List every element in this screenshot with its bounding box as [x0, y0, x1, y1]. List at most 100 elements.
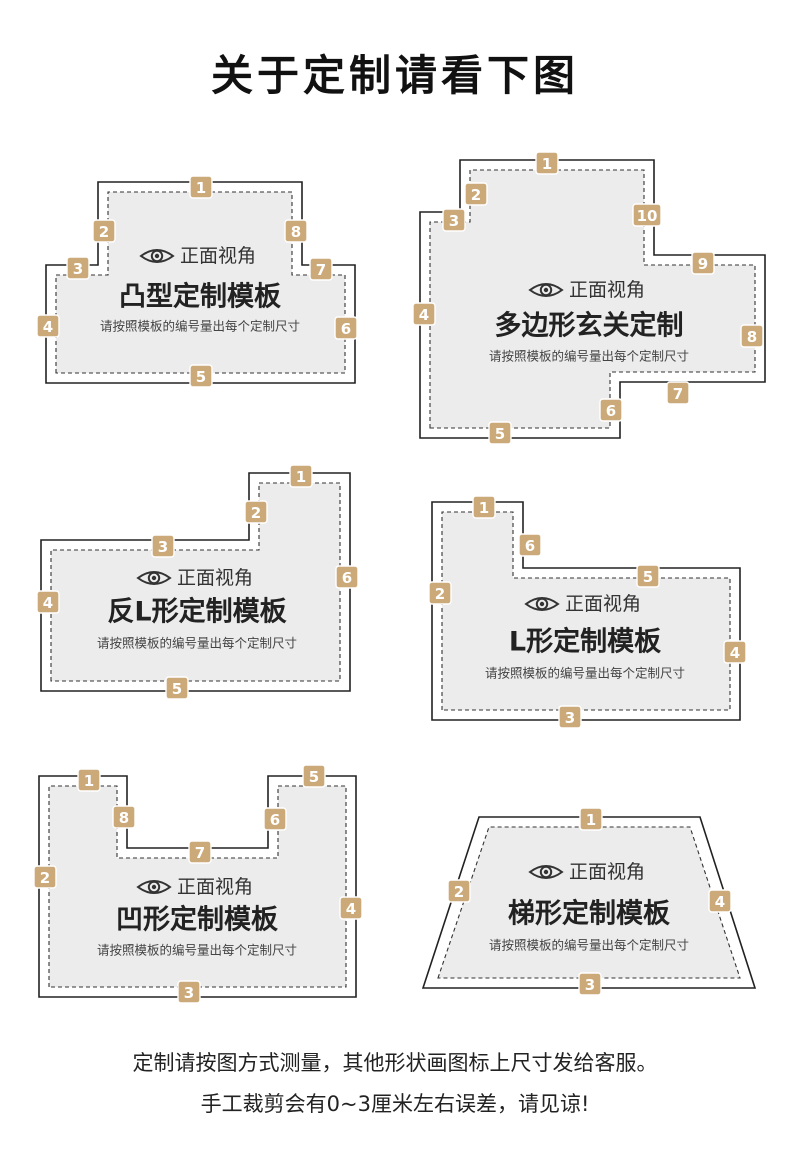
view-label: 正面视角	[569, 279, 645, 301]
edge-number-badge: 2	[33, 865, 57, 889]
edge-number: 8	[291, 223, 301, 241]
edge-number-badge: 6	[335, 565, 359, 589]
edge-number-badge: 5	[488, 421, 512, 445]
edge-number: 6	[525, 537, 535, 555]
edge-number: 3	[565, 709, 575, 727]
template-outline	[40, 472, 351, 692]
template-name: 凹形定制模板	[116, 904, 278, 936]
edge-number: 3	[585, 976, 595, 994]
edge-number: 5	[172, 680, 182, 698]
edge-number: 4	[43, 318, 53, 336]
template-name: L形定制模板	[509, 626, 661, 658]
edge-number-badge: 1	[472, 495, 496, 519]
edge-number-badge: 5	[189, 364, 213, 388]
eye-icon	[528, 865, 564, 879]
edge-number: 8	[747, 328, 757, 346]
edge-number: 3	[73, 260, 83, 278]
edge-number-badge: 4	[412, 302, 436, 326]
edge-number-badge: 4	[339, 896, 363, 920]
edge-number-badge: 1	[535, 151, 559, 175]
edge-number-badge: 5	[636, 564, 660, 588]
template-name: 多边形玄关定制	[495, 310, 684, 342]
edge-number-badge: 2	[244, 500, 268, 524]
edge-number: 2	[471, 186, 481, 204]
edge-number-badge: 1	[289, 464, 313, 488]
edge-number: 4	[715, 893, 725, 911]
measure-instruction: 请按照模板的编号量出每个定制尺寸	[97, 636, 297, 651]
template-outline	[431, 501, 741, 721]
edge-number: 1	[196, 179, 206, 197]
edge-number: 1	[542, 155, 552, 173]
edge-number: 1	[586, 811, 596, 829]
template-name: 梯形定制模板	[508, 898, 670, 930]
edge-number-badge: 9	[691, 251, 715, 275]
edge-number-badge: 3	[558, 705, 582, 729]
edge-number: 3	[449, 212, 459, 230]
template-name: 凸型定制模板	[119, 281, 281, 313]
edge-number: 2	[251, 504, 261, 522]
edge-number-badge: 4	[36, 590, 60, 614]
edge-number: 7	[316, 261, 326, 279]
eye-icon	[136, 880, 172, 894]
edge-number-badge: 3	[442, 208, 466, 232]
edge-number: 3	[158, 538, 168, 556]
eye-icon	[139, 249, 175, 263]
edge-number: 2	[454, 883, 464, 901]
edge-number: 2	[99, 223, 109, 241]
edge-number: 5	[196, 368, 206, 386]
measure-instruction: 请按照模板的编号量出每个定制尺寸	[485, 666, 685, 681]
footer-note-measure: 定制请按图方式测量，其他形状画图标上尺寸发给客服。	[132, 1051, 658, 1075]
edge-number-badge: 6	[263, 807, 287, 831]
template-dashed-area	[48, 785, 347, 988]
edge-number-badge: 6	[334, 316, 358, 340]
measure-instruction: 请按照模板的编号量出每个定制尺寸	[100, 319, 300, 334]
edge-number-badge: 1	[189, 175, 213, 199]
measure-instruction: 请按照模板的编号量出每个定制尺寸	[97, 943, 297, 958]
edge-number: 10	[637, 207, 658, 225]
edge-number: 8	[119, 809, 129, 827]
measure-instruction: 请按照模板的编号量出每个定制尺寸	[489, 349, 689, 364]
edge-number-badge: 8	[740, 324, 764, 348]
template-outline	[421, 816, 757, 989]
template-name: 反L形定制模板	[107, 596, 286, 628]
view-label: 正面视角	[177, 876, 253, 898]
edge-number-badge: 6	[599, 398, 623, 422]
edge-number: 7	[195, 844, 205, 862]
view-label: 正面视角	[177, 567, 253, 589]
edge-number-badge: 1	[579, 807, 603, 831]
page-title: 关于定制请看下图	[210, 51, 579, 100]
edge-number-badge: 4	[708, 889, 732, 913]
edge-number: 6	[342, 569, 352, 587]
edge-number-badge: 8	[284, 219, 308, 243]
edge-number-badge: 8	[112, 805, 136, 829]
edge-number-badge: 2	[464, 182, 488, 206]
edge-number: 1	[84, 772, 94, 790]
view-label: 正面视角	[565, 593, 641, 615]
edge-number: 5	[495, 425, 505, 443]
edge-number: 6	[606, 402, 616, 420]
edge-number: 7	[673, 385, 683, 403]
edge-number: 4	[346, 900, 356, 918]
footer-note-error: 手工裁剪会有0~3厘米左右误差，请见谅!	[200, 1092, 590, 1116]
edge-number: 4	[730, 644, 740, 662]
edge-number: 6	[270, 811, 280, 829]
view-label: 正面视角	[180, 245, 256, 267]
template-dashed-area	[50, 482, 341, 682]
edge-number-badge: 7	[188, 840, 212, 864]
edge-number-badge: 5	[165, 676, 189, 700]
edge-number: 3	[184, 984, 194, 1002]
edge-number: 6	[341, 320, 351, 338]
template-outline	[45, 181, 356, 384]
edge-number-badge: 7	[666, 381, 690, 405]
template-dashed-area	[441, 511, 731, 711]
edge-number: 9	[698, 255, 708, 273]
edge-number: 2	[40, 869, 50, 887]
edge-number-badge: 7	[309, 257, 333, 281]
edge-number-badge: 4	[723, 640, 747, 664]
edge-number-badge: 3	[151, 534, 175, 558]
